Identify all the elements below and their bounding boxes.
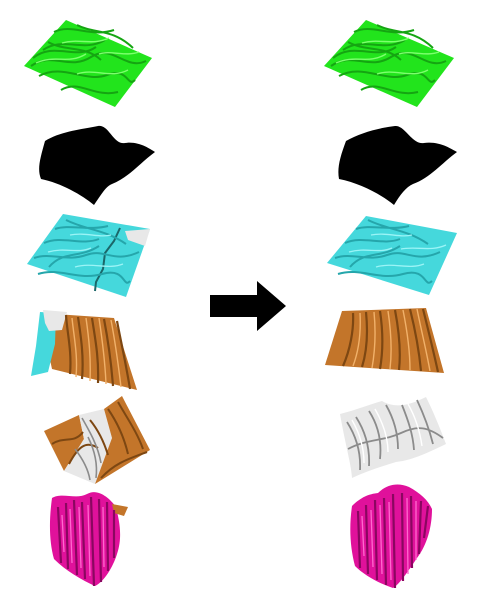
right-white-surface-fill [340, 397, 446, 478]
left-brown-surface-ridges [64, 314, 132, 390]
right-magenta-highlights [361, 497, 417, 581]
left-cyan-surface [27, 214, 150, 297]
right-green-surface [324, 20, 454, 107]
input-segments-svg [24, 20, 155, 587]
left-cyan-surface-texture [33, 219, 140, 284]
left-mixed-brown-right [95, 396, 150, 484]
right-black-surface-fill [338, 125, 457, 205]
output-segments-column [300, 0, 490, 601]
left-black-surface-fill [39, 125, 155, 205]
right-arrow-icon [210, 281, 286, 331]
right-white-surface-highlights [351, 403, 423, 464]
right-arrow-shape [210, 281, 286, 331]
left-mixed-surface-ridges [51, 401, 148, 479]
right-cyan-surface-texture [334, 219, 441, 284]
left-brown-top [112, 504, 128, 516]
right-black-surface [338, 125, 457, 205]
right-brown-surface-highlights [352, 308, 431, 372]
right-cyan-surface-fill [327, 216, 457, 295]
left-magenta-spikes [56, 496, 116, 587]
right-arrow-svg [210, 281, 286, 331]
right-brown-surface-ridges [341, 308, 440, 373]
right-cyan-surface-highlights [348, 233, 447, 268]
left-brown-surface-highlights [71, 317, 122, 388]
output-segments-svg [324, 20, 457, 589]
left-mixed-white-shading [74, 417, 102, 481]
right-white-surface-shading [346, 399, 444, 471]
left-cyan-crack [94, 227, 121, 292]
right-magenta-surface [350, 484, 432, 589]
left-white-corner [125, 229, 150, 246]
left-green-surface-fill [24, 20, 152, 107]
right-green-surface-highlights [335, 37, 440, 75]
left-green-surface-texture [30, 24, 147, 95]
right-white-surface [340, 397, 446, 478]
left-black-surface [39, 125, 155, 205]
left-mixed-white-middle [64, 409, 112, 484]
left-green-surface [24, 20, 152, 107]
right-green-surface-fill [324, 20, 454, 107]
right-cyan-surface [327, 216, 457, 295]
input-segments-column [0, 0, 180, 601]
left-brown-surface [31, 310, 137, 390]
right-green-surface-texture [330, 24, 447, 95]
left-mixed-surface [44, 396, 150, 484]
left-magenta-surface [49, 492, 128, 587]
left-white-strip [43, 310, 67, 331]
left-mixed-brown-left [44, 415, 84, 471]
right-brown-surface [325, 308, 444, 373]
left-magenta-highlights [61, 504, 105, 577]
left-green-surface-highlights [35, 37, 140, 75]
left-cyan-surface-highlights [47, 233, 124, 268]
right-magenta-spikes [356, 492, 430, 589]
